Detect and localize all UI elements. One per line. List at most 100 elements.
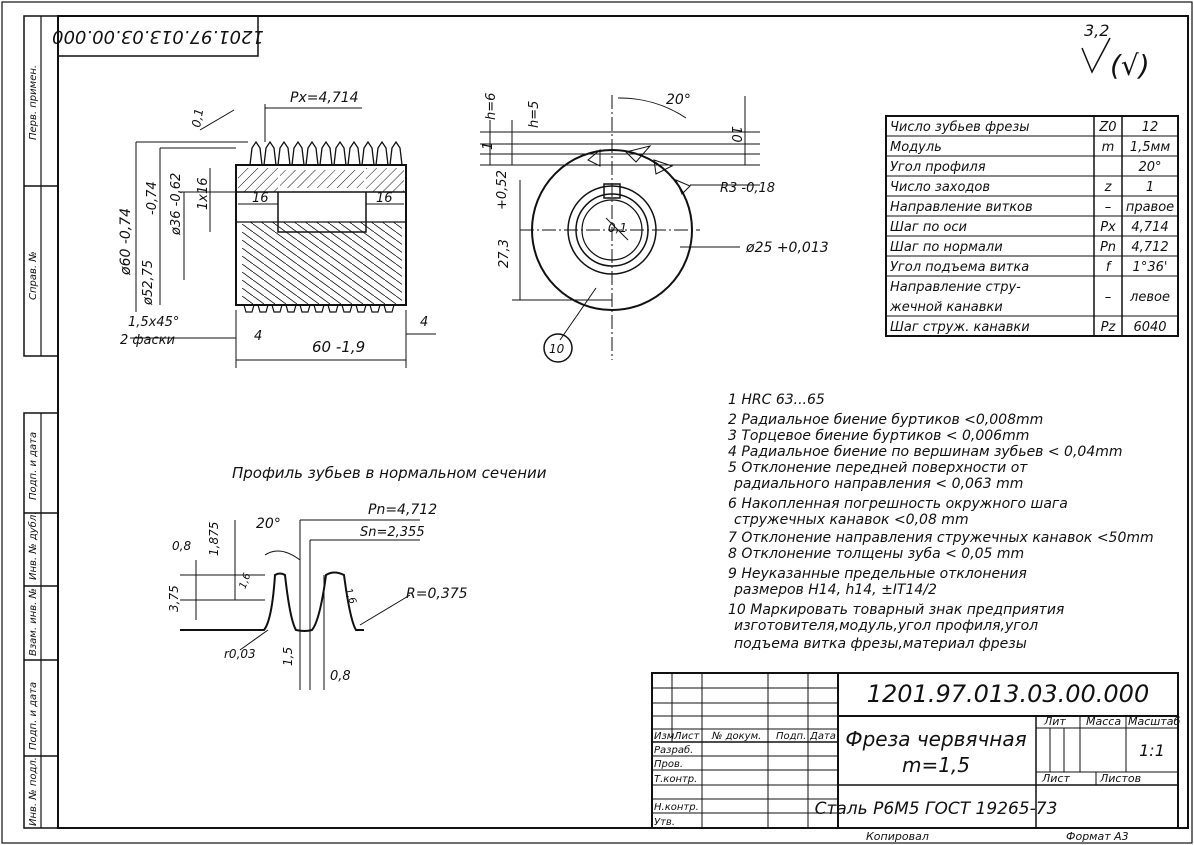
designation-box-top: 1201.97.013.03.00.000 <box>52 15 264 57</box>
note-line: стружечных канавок <0,08 mm <box>734 512 969 528</box>
label-vzam-inv: Взам. инв. № <box>28 588 39 656</box>
param-name: Направление стру- <box>890 280 1021 295</box>
profile-title: Профиль зубьев в нормальном сечении <box>232 464 547 482</box>
tb-material: Сталь Р6М5 ГОСТ 19265-73 <box>815 799 1058 819</box>
param-symbol: – <box>1105 200 1112 215</box>
note-line: 9 Неуказанные предельные отклонения <box>728 566 1027 582</box>
param-value: 4,714 <box>1131 220 1168 235</box>
dim-zero-front: 0,1 <box>189 107 206 128</box>
tb-lit: Лит <box>1043 715 1066 728</box>
param-value: 1 <box>1146 180 1154 195</box>
side-view: h=6 h=5 1 20° 10 +0,52 27,3 R3 -0,18 ø25… <box>480 92 829 363</box>
tb-massa: Масса <box>1086 715 1121 728</box>
param-name: Шаг по оси <box>890 220 967 235</box>
dim-15: 1,5 <box>281 647 295 666</box>
note-line: 8 Отклонение толщены зуба < 0,05 mm <box>728 546 1024 562</box>
tb-header: Изм <box>654 731 675 742</box>
technical-notes: 1 HRC 63...65 2 Радиальное биение буртико… <box>728 392 1154 652</box>
dim-chamfer: 1,5x45° <box>128 315 179 330</box>
label-podp-data-1: Подп. и дата <box>28 432 39 500</box>
front-view: Px=4,714 0,1 ø60 -0,74 -0,74 ø36 -0,62 ø… <box>118 90 436 368</box>
dim-h5: h=5 <box>527 101 542 128</box>
surface-finish-value: 3,2 <box>1084 21 1109 40</box>
tb-row-label: Утв. <box>654 817 675 828</box>
dim-r003: r0,03 <box>224 647 256 661</box>
tb-listov: Листов <box>1099 772 1141 785</box>
label-inv-podl: Инв. № подл. <box>28 757 39 826</box>
param-name: Угол подъема витка <box>890 260 1029 275</box>
dim-d36: ø36 -0,62 <box>169 173 184 236</box>
dim-01-side: 0,1 <box>608 221 627 235</box>
dim-r0375: R=0,375 <box>406 586 468 602</box>
param-name: Угол профиля <box>890 160 986 175</box>
tb-row-label: Н.контр. <box>654 802 699 813</box>
tb-kopiroval: Копировал <box>866 830 929 843</box>
dim-375: 3,75 <box>167 585 181 612</box>
dim-4b: 4 <box>420 315 428 330</box>
tb-row-label: Разраб. <box>654 744 693 756</box>
param-symbol: Px <box>1100 220 1116 235</box>
note-line: 4 Радиальное биение по вершинам зубьев <… <box>728 444 1123 460</box>
dim-08: 0,8 <box>330 669 351 684</box>
dim-d60: ø60 -0,74 <box>118 208 134 276</box>
param-name: Шаг по нормали <box>890 240 1003 255</box>
surface-finish-suffix: (√) <box>1110 49 1150 82</box>
dim-10: 10 <box>728 126 743 143</box>
dim-d60-tol: -0,74 <box>145 181 160 215</box>
tick-16b: 1,6 <box>342 587 358 606</box>
title-block: 1201.97.013.03.00.000 Фреза червячная m=… <box>651 672 1180 843</box>
designation-mirrored: 1201.97.013.03.00.000 <box>52 26 264 47</box>
note-line: 2 Радиальное биение буртиков <0,008mm <box>728 412 1043 428</box>
note-line: подъема витка фрезы,материал фрезы <box>734 636 1027 652</box>
label-perv-primen: Перв. примен. <box>28 65 39 140</box>
param-name: Число заходов <box>890 180 990 195</box>
tb-format: Формат А3 <box>1066 830 1129 843</box>
param-value: 20° <box>1138 160 1161 175</box>
label-podp-data-2: Подп. и дата <box>28 682 39 750</box>
param-symbol: Z0 <box>1098 120 1116 135</box>
note-line: радиального направления < 0,063 mm <box>733 476 1023 492</box>
surface-finish-mark: 3,2 (√) <box>1081 21 1150 82</box>
tb-scale: 1:1 <box>1139 741 1165 760</box>
callout-10: 10 <box>549 342 565 356</box>
tb-designation: 1201.97.013.03.00.000 <box>867 680 1149 708</box>
dim-052: +0,52 <box>495 170 510 210</box>
note-line: 3 Торцевое биение буртиков < 0,006mm <box>728 428 1029 444</box>
tb-header: № докум. <box>711 731 761 742</box>
note-line: 6 Накопленная погрешность окружного шага <box>728 496 1068 512</box>
note-line: 1 HRC 63...65 <box>728 392 825 408</box>
dim-angle20-profile: 20° <box>256 516 281 532</box>
param-symbol: f <box>1106 260 1113 275</box>
param-symbol: m <box>1102 140 1115 155</box>
param-value: 12 <box>1142 120 1159 135</box>
param-value: правое <box>1126 200 1174 215</box>
dim-4a: 4 <box>254 329 262 344</box>
param-symbol: Pn <box>1100 240 1116 255</box>
note-line: 7 Отклонение направления стружечных кана… <box>728 530 1154 546</box>
note-line: 5 Отклонение передней поверхности от <box>728 460 1028 476</box>
tb-list: Лист <box>1041 772 1070 785</box>
tb-header: Лист <box>673 731 701 742</box>
dim-1x16: 1x16 <box>196 177 211 210</box>
dim-right16: 16 <box>376 191 393 206</box>
param-name-cont: жечной канавки <box>889 300 1003 315</box>
dim-sn: Sn=2,355 <box>360 525 425 540</box>
dim-273: 27,3 <box>497 239 512 268</box>
tb-header: Подп. <box>776 731 806 742</box>
param-name: Шаг струж. канавки <box>890 320 1030 335</box>
tooth-profile: Профиль зубьев в нормальном сечении Pn=4… <box>167 464 547 690</box>
dim-h6: h=6 <box>484 93 499 120</box>
dim-1: 1 <box>481 142 496 150</box>
param-symbol: – <box>1105 290 1112 305</box>
dim-r8: R3 -0,18 <box>720 181 775 196</box>
tick-16a: 1,6 <box>238 572 254 591</box>
dim-d52: ø52,75 <box>141 260 156 306</box>
dim-60: 60 -1,9 <box>312 338 365 356</box>
left-margin-strip: Перв. примен. Справ. № Подп. и дата Инв.… <box>23 15 59 829</box>
dim-angle20-side: 20° <box>666 92 691 108</box>
dim-pn: Pn=4,712 <box>368 502 437 518</box>
param-value: 6040 <box>1133 320 1166 335</box>
